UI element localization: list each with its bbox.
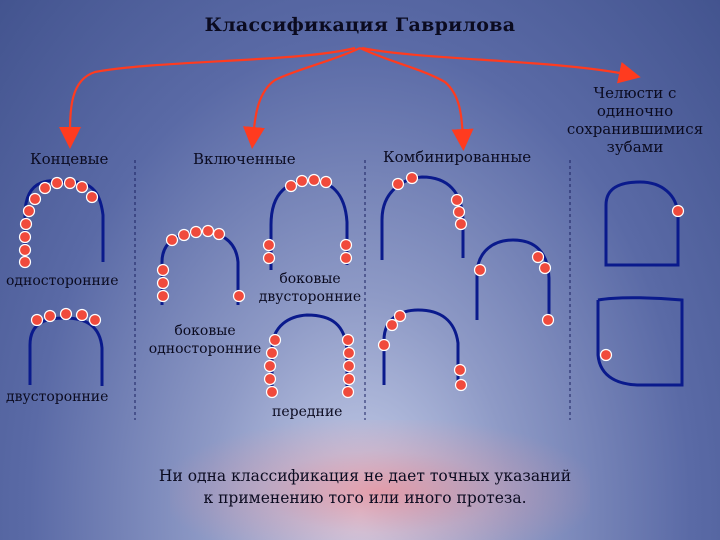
tooth-dot (342, 346, 356, 360)
tooth-dot (43, 309, 57, 323)
tooth-dot (59, 307, 73, 321)
subtype-line: боковые (279, 271, 341, 287)
dental-arch (28, 316, 104, 386)
tooth-dot (75, 180, 89, 194)
tooth-dot (156, 289, 170, 303)
tooth-dot (212, 227, 226, 241)
tooth-dot (377, 338, 391, 352)
dental-arch (382, 308, 460, 388)
tooth-dot (454, 378, 468, 392)
tooth-dot (341, 333, 355, 347)
tooth-dot (262, 251, 276, 265)
footer-line: Ни одна классификация не дает точных ука… (158, 467, 572, 485)
tooth-dot (63, 176, 77, 190)
tooth-dot (452, 205, 466, 219)
dental-arch (604, 180, 680, 267)
category-end-label: Концевые (30, 150, 109, 168)
tooth-dot (473, 263, 487, 277)
tooth-dot (18, 255, 32, 269)
subtype-lateral-bilateral-label: боковые двусторонние (250, 270, 370, 306)
tooth-dot (18, 230, 32, 244)
page-title: Классификация Гаврилова (204, 14, 516, 36)
tooth-dot (88, 313, 102, 327)
tooth-dot (18, 243, 32, 257)
tooth-dot (265, 385, 279, 399)
tooth-dot (262, 238, 276, 252)
tooth-dot (38, 181, 52, 195)
tooth-dot (393, 309, 407, 323)
tooth-dot (30, 313, 44, 327)
arrow-to-combined (359, 47, 474, 151)
subtype-lateral-unilateral-label: боковые односторонние (145, 322, 265, 358)
tooth-dot (19, 217, 33, 231)
tooth-dot (319, 175, 333, 189)
category-combined-label: Комбинированные (383, 148, 532, 166)
subtype-bilateral-label: двусторонние (6, 389, 109, 405)
category-single-line: Челюсти с (593, 84, 677, 102)
tooth-dot (391, 177, 405, 191)
subtype-line: односторонние (148, 341, 262, 357)
tooth-dot (385, 318, 399, 332)
category-included-label: Включенные (193, 150, 296, 168)
arrow-to-single (361, 46, 641, 84)
category-single-line: одиночно (596, 102, 674, 120)
tooth-dot (265, 346, 279, 360)
footer-note: Ни одна классификация не дает точных ука… (140, 465, 590, 509)
category-single-label: Челюсти с одиночно сохранившимися зубами (555, 84, 715, 156)
tooth-dot (284, 179, 298, 193)
tooth-dot (341, 385, 355, 399)
tooth-dot (268, 333, 282, 347)
tooth-dot (599, 348, 613, 362)
subtype-anterior-label: передние (272, 404, 343, 420)
subtype-line: боковые (174, 323, 236, 339)
tooth-dot (453, 363, 467, 377)
tooth-dot (177, 228, 191, 242)
tooth-dot (531, 250, 545, 264)
tooth-dot (450, 193, 464, 207)
tooth-dot (156, 276, 170, 290)
tooth-dot (156, 263, 170, 277)
tooth-dot (671, 204, 685, 218)
tooth-dot (405, 171, 419, 185)
footer-line: к применению того или иного протеза. (203, 489, 527, 507)
tooth-dot (85, 190, 99, 204)
subtype-line: двусторонние (258, 289, 362, 305)
tooth-dot (28, 192, 42, 206)
tooth-dot (50, 176, 64, 190)
tooth-dot (263, 359, 277, 373)
tooth-dot (541, 313, 555, 327)
tooth-dot (307, 173, 321, 187)
dental-arch (270, 313, 349, 395)
dental-arch (596, 296, 684, 387)
category-single-line: зубами (606, 138, 664, 156)
tooth-dot (339, 251, 353, 265)
dental-arch (380, 175, 465, 260)
tooth-dot (454, 217, 468, 231)
tooth-dot (339, 238, 353, 252)
tooth-dot (201, 224, 215, 238)
tooth-dot (189, 225, 203, 239)
tooth-dot (263, 372, 277, 386)
tooth-dot (342, 359, 356, 373)
subtype-unilateral-label: односторонние (6, 273, 119, 289)
tooth-dot (75, 308, 89, 322)
arrow-to-included (242, 47, 361, 149)
tooth-dot (295, 174, 309, 188)
tooth-dot (22, 204, 36, 218)
tooth-dot (342, 372, 356, 386)
tooth-dot (232, 289, 246, 303)
tooth-dot (538, 261, 552, 275)
dental-arch (269, 178, 349, 270)
tooth-dot (165, 233, 179, 247)
arrow-to-end (59, 46, 356, 149)
category-single-line: сохранившимися (566, 120, 704, 138)
